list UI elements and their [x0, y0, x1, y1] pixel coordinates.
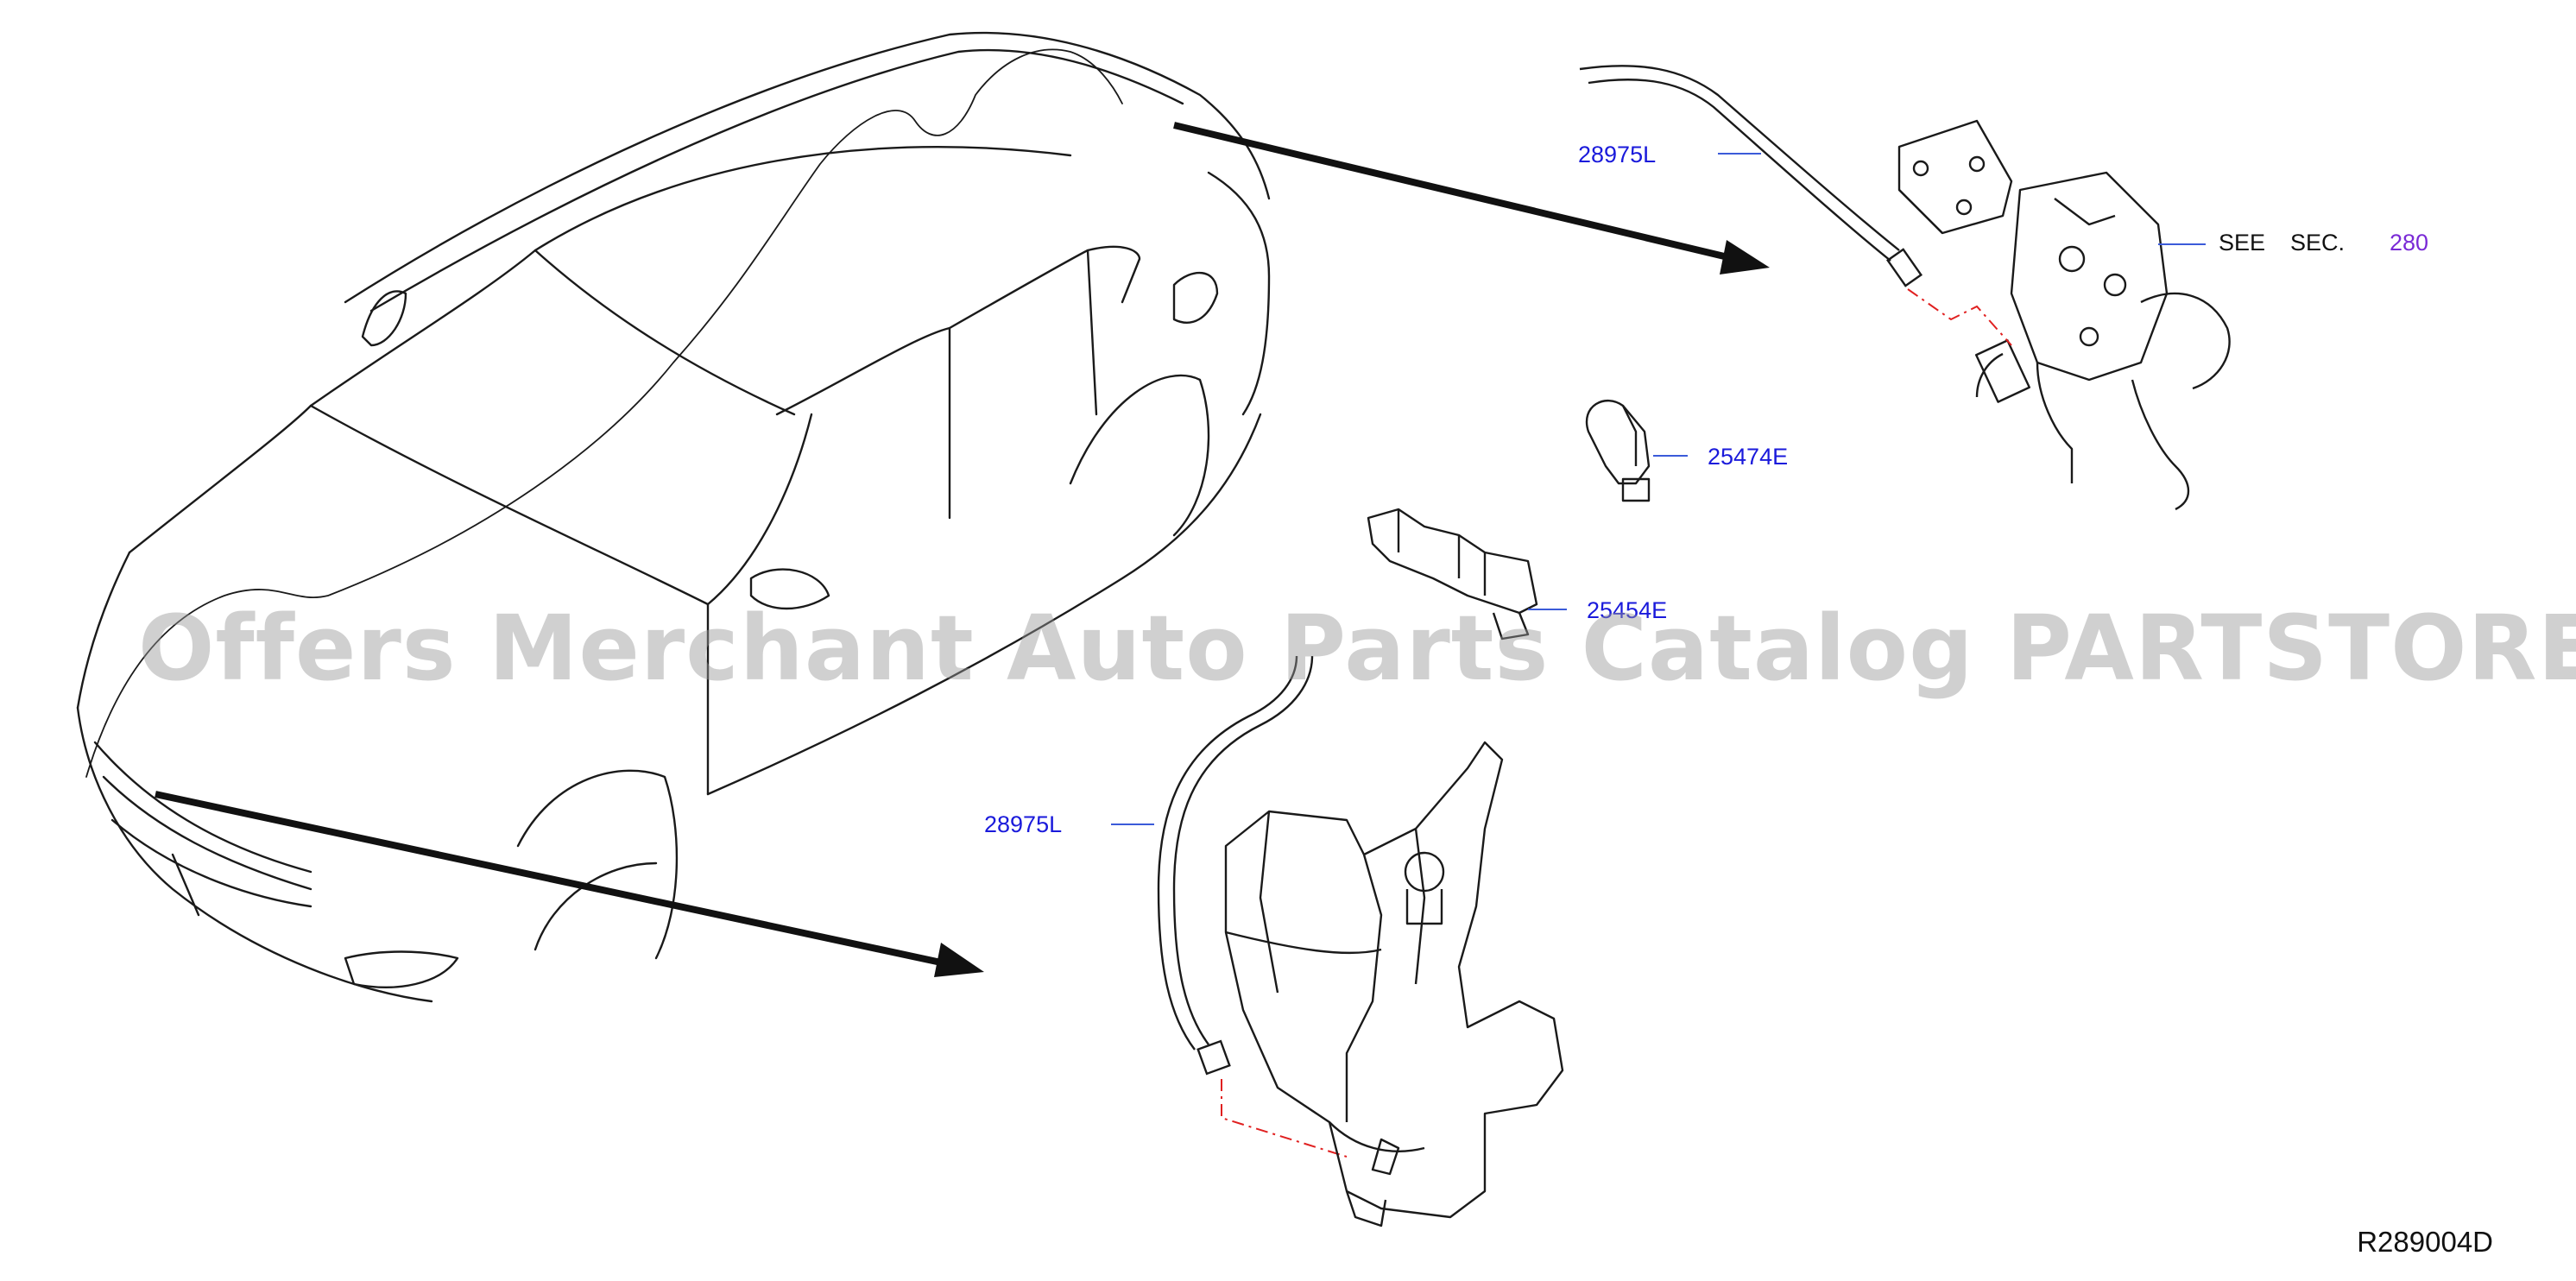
washer-tank	[1224, 741, 1564, 1227]
section-reference-280[interactable]: 280	[2390, 230, 2429, 256]
see-label: SEE	[2219, 230, 2266, 256]
callout-28975l-upper: 28975L	[1578, 142, 1657, 167]
pointer-arrows	[155, 122, 1770, 977]
clip-25474e	[1585, 399, 1651, 502]
watermark: Offers Merchant Auto Parts Catalog PARTS…	[138, 596, 2576, 701]
hood-latch-assembly	[1897, 119, 2231, 511]
sec-label: SEC.	[2290, 230, 2346, 256]
callout-25454e: 25454E	[1587, 597, 1668, 623]
clip-25454e	[1367, 508, 1538, 640]
callout-28975l-lower: 28975L	[984, 811, 1063, 837]
car-illustration	[76, 31, 1271, 1003]
callout-25474e: 25474E	[1708, 444, 1789, 470]
drawing-code: R289004D	[2357, 1226, 2493, 1258]
upper-washer-hose	[1579, 65, 1923, 287]
lower-washer-hose	[1157, 655, 1314, 1076]
centerlines	[1221, 288, 2012, 1158]
leader-lines	[1111, 153, 2206, 825]
